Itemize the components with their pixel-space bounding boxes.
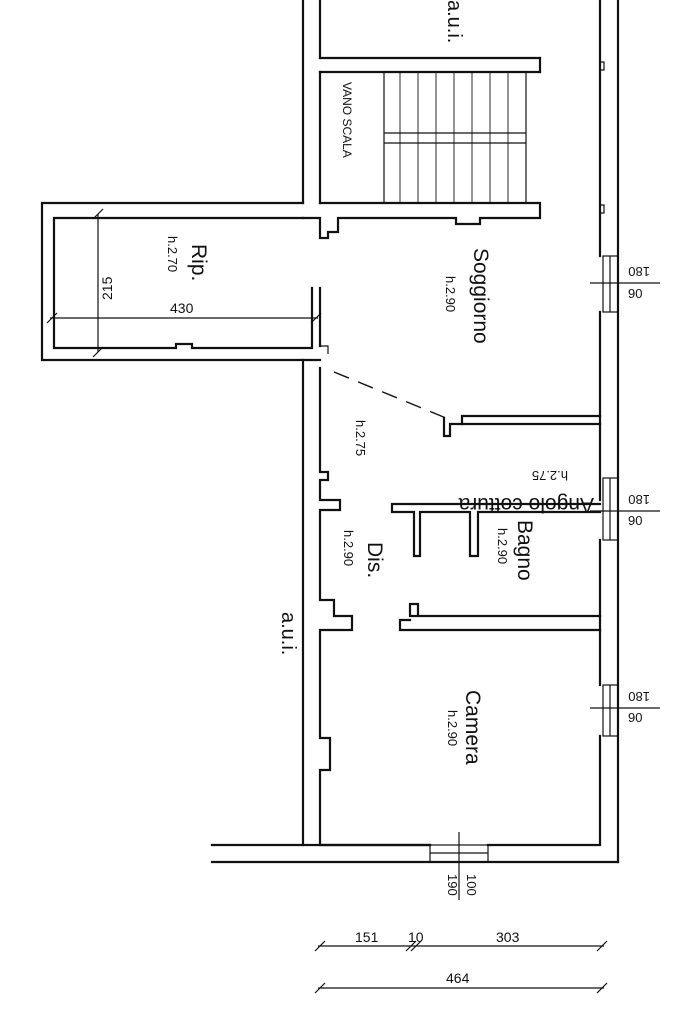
window-height-label: 90: [628, 286, 642, 301]
dimension-10: 10: [408, 929, 424, 945]
label-dis-upper-height: h.2.75: [353, 420, 368, 456]
window-soggiorno: 180 90: [590, 255, 660, 313]
label-aui-left: a.u.i.: [277, 612, 299, 655]
label-dis: Dis.: [363, 542, 386, 578]
rip-width-dimension: 430: [170, 300, 194, 316]
rip-inner-wall: [52, 216, 314, 350]
label-angolo-cottura: Angolo cottura: [458, 493, 594, 516]
window-width-label: 180: [628, 689, 650, 704]
dimension-tick: [92, 208, 104, 220]
window-width-label: 180: [628, 264, 650, 279]
label-angolo-height: h.2.75: [532, 468, 568, 483]
label-rip-height: h.2.70: [165, 236, 180, 272]
label-rip: Rip.: [187, 244, 210, 281]
dimension-tick: [314, 982, 326, 994]
label-camera-height: h.2.90: [445, 710, 460, 746]
partition-wall: [408, 602, 602, 618]
window-width-label: 180: [628, 492, 650, 507]
label-bagno: Bagno: [513, 520, 536, 581]
dimension-tick: [405, 940, 417, 952]
label-soggiorno: Soggiorno: [469, 248, 492, 344]
partition-wall: [390, 502, 602, 558]
window-camera: 180 90: [590, 684, 660, 737]
window-height-label: 90: [628, 513, 642, 528]
partition-wall: [398, 618, 602, 632]
label-dis-height: h.2.90: [341, 530, 356, 566]
dimension-tick: [314, 940, 326, 952]
dimension-tick: [596, 940, 608, 952]
window-height-label: 90: [628, 710, 642, 725]
opening-line: [333, 371, 447, 419]
dimension-151: 151: [355, 929, 379, 945]
rip-height-dimension: 215: [99, 276, 115, 300]
window-width-label: 100: [464, 874, 479, 896]
staircase: [383, 71, 527, 204]
dimension-tick: [92, 346, 104, 358]
wall-jog: [320, 345, 329, 354]
label-aui-top: a.u.i.: [443, 0, 465, 43]
rip-dimensions: 215 430: [46, 208, 322, 358]
dimension-tick: [310, 312, 322, 324]
dimension-tick: [596, 982, 608, 994]
bottom-dimensions: 151 10 303 464: [314, 929, 608, 994]
rip-outer-wall: [40, 201, 322, 362]
label-camera: Camera: [461, 690, 484, 765]
dimension-total: 464: [446, 970, 470, 986]
window-bagno: 180 90: [590, 477, 660, 541]
dimension-tick: [410, 940, 422, 952]
stair-outline: [383, 71, 527, 204]
window-bottom: 100 190: [429, 832, 489, 900]
wall-jog: [600, 61, 605, 214]
label-soggiorno-height: h.2.90: [443, 276, 458, 312]
dimension-303: 303: [496, 929, 520, 945]
label-bagno-height: h.2.90: [495, 528, 510, 564]
label-vano-scala: VANO SCALA: [340, 82, 354, 158]
partition-wall: [442, 414, 602, 438]
window-height-label: 190: [445, 874, 460, 896]
corridor-wall: [318, 366, 354, 846]
stair-wall: [301, 201, 542, 240]
dimension-tick: [46, 312, 58, 324]
